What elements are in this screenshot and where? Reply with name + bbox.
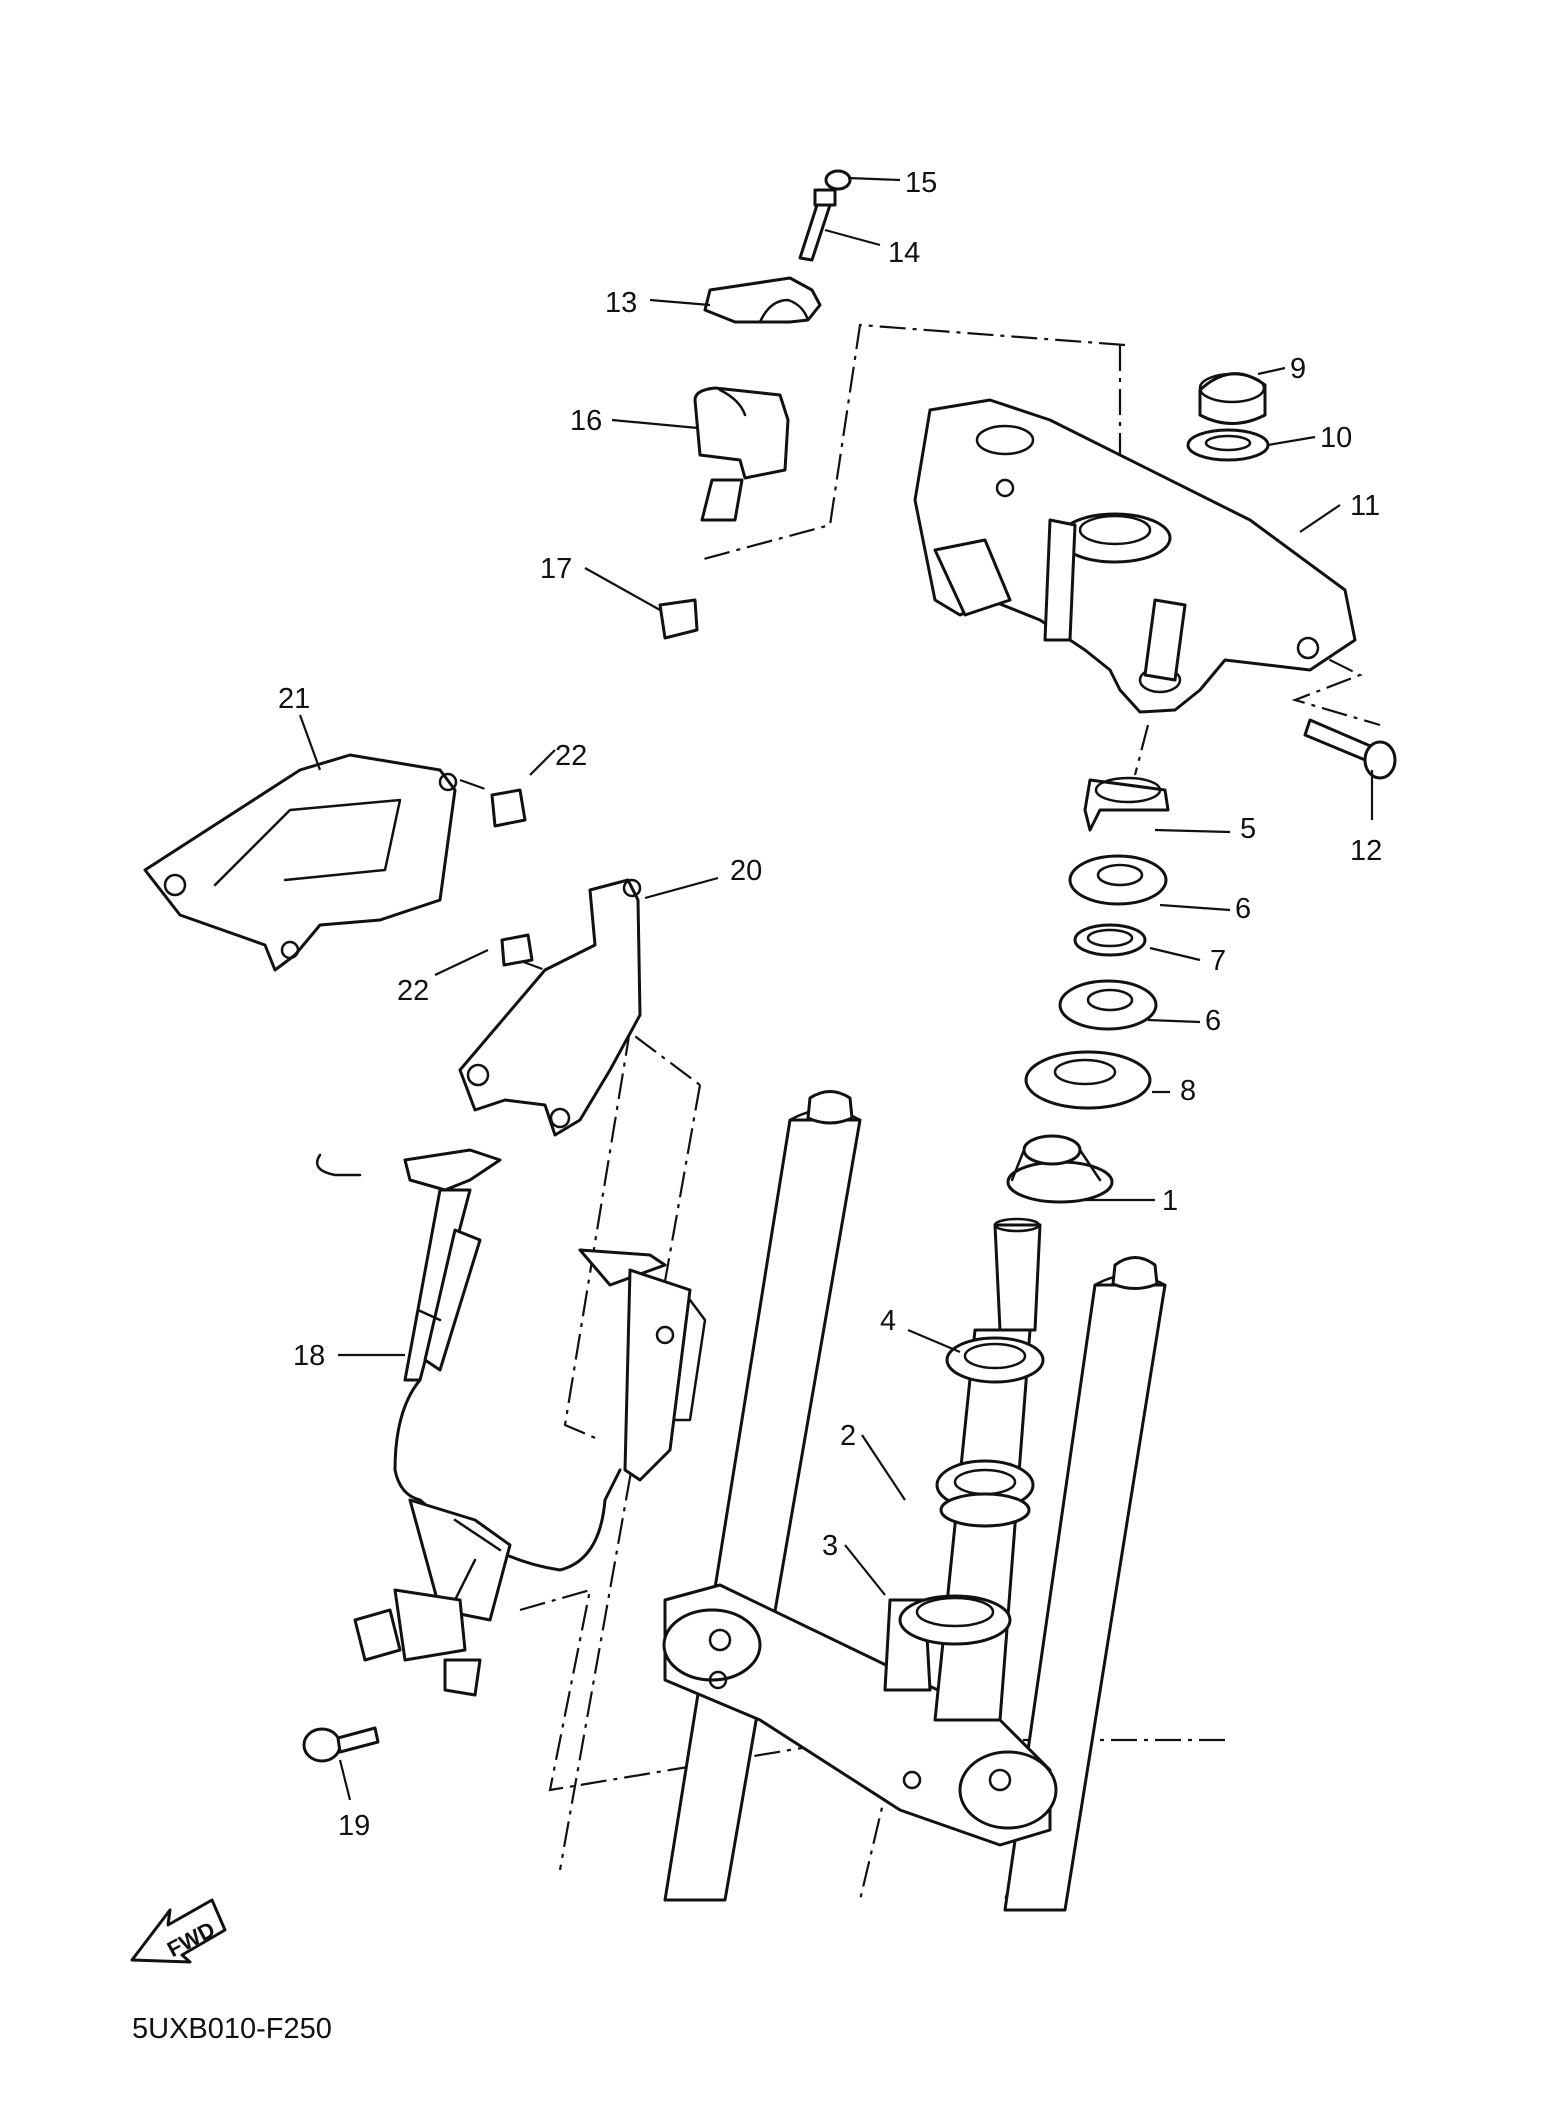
callout-1: 1 <box>1162 1185 1178 1217</box>
headlight-stay <box>315 1148 707 1697</box>
dust-seal <box>945 1336 1045 1384</box>
lower-holder <box>693 386 790 522</box>
leader-lines <box>298 176 1374 1801</box>
callout-10: 10 <box>1320 422 1352 454</box>
plain-washer <box>1186 428 1270 462</box>
callout-9: 9 <box>1290 353 1306 385</box>
callout-5: 5 <box>1240 813 1256 845</box>
collar-lower <box>500 933 534 967</box>
callout-14: 14 <box>888 237 920 269</box>
cap-nut <box>1198 372 1267 425</box>
holder-bolt <box>798 188 837 262</box>
ring-nut-upper <box>1068 854 1168 906</box>
callout-6b: 6 <box>1205 1005 1221 1037</box>
callout-labels: 1 2 3 4 5 6 6 7 8 9 10 11 12 13 14 15 16… <box>278 167 1382 1842</box>
callout-8: 8 <box>1180 1075 1196 1107</box>
callout-21: 21 <box>278 683 310 715</box>
callout-12: 12 <box>1350 835 1382 867</box>
callout-18: 18 <box>293 1340 325 1372</box>
callout-6a: 6 <box>1235 893 1251 925</box>
stem-washer <box>1083 776 1170 832</box>
holder-nut <box>658 598 699 640</box>
callout-11: 11 <box>1350 490 1380 522</box>
callout-22a: 22 <box>555 740 587 772</box>
callout-20: 20 <box>730 855 762 887</box>
lower-race <box>898 1594 1012 1646</box>
collar-upper <box>490 788 527 828</box>
callout-7: 7 <box>1210 945 1226 977</box>
ring-nut-lower <box>1058 979 1158 1031</box>
upper-holder <box>703 276 822 324</box>
callout-22b: 22 <box>397 975 429 1007</box>
callout-2: 2 <box>840 1420 856 1452</box>
lock-washer <box>1073 923 1147 957</box>
callout-4: 4 <box>880 1305 896 1337</box>
diagram-code: 5UXB010-F250 <box>132 2013 332 2045</box>
callout-19: 19 <box>338 1810 370 1842</box>
headlight-bracket-right <box>458 878 642 1137</box>
callout-3: 3 <box>822 1530 838 1562</box>
callout-15: 15 <box>905 167 937 199</box>
fwd-arrow-icon: FWD <box>130 1898 227 1964</box>
lower-bearing <box>935 1459 1035 1528</box>
headlight-bracket-left <box>143 753 458 972</box>
callout-17: 17 <box>540 553 572 585</box>
bearing-cover <box>1024 1050 1152 1110</box>
pinch-bolt <box>1303 718 1397 780</box>
callout-13: 13 <box>605 287 637 319</box>
bolt-cap <box>824 169 852 191</box>
stay-bolt <box>302 1726 380 1763</box>
upper-bracket <box>913 398 1357 714</box>
callout-16: 16 <box>570 405 602 437</box>
upper-bearing <box>1006 1134 1114 1204</box>
